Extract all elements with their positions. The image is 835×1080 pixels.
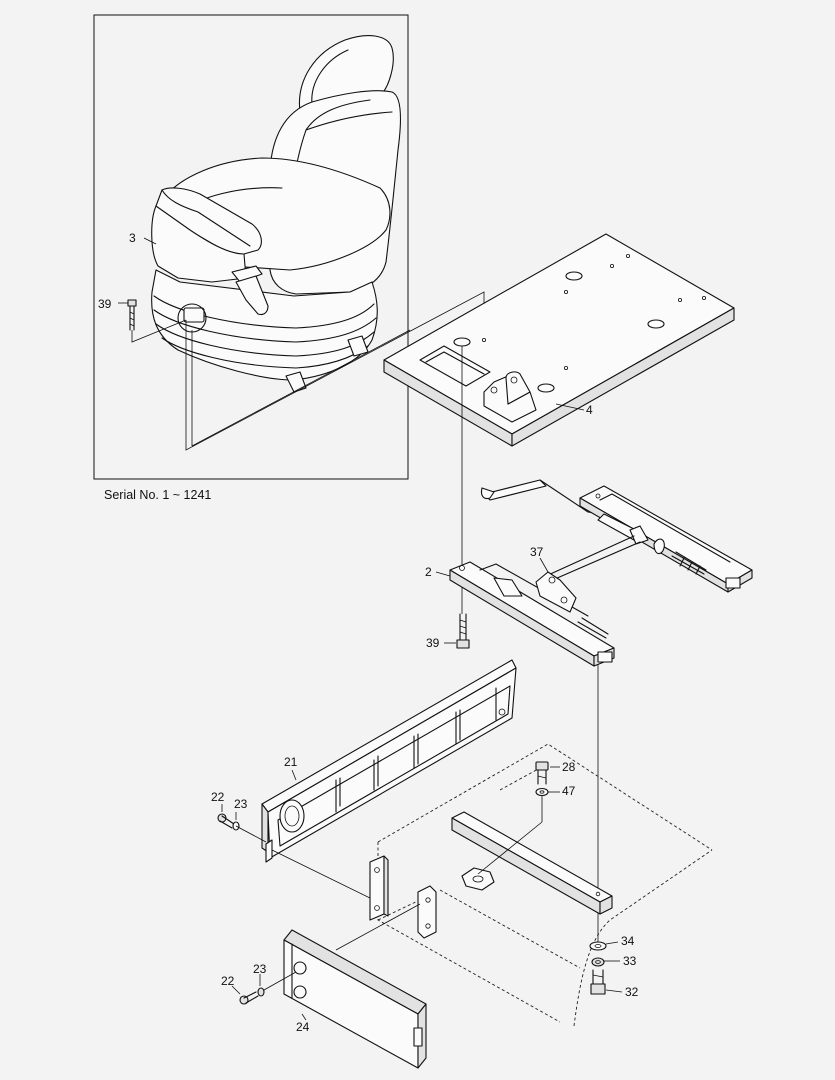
operator-seat [151,35,401,393]
washer-47 [535,787,549,797]
frame-panel-21 [261,659,517,863]
support-rail [451,811,613,915]
cover-panel-24 [283,929,427,1069]
bolt-28 [535,761,549,785]
bolt-39-lower [456,613,470,649]
callout-34: 34 [621,934,635,948]
bolt-39-inset [127,299,137,331]
inset-caption: Serial No. 1 ~ 1241 [104,488,211,502]
callout-22-lower: 22 [221,974,235,988]
callout-37: 37 [530,545,544,559]
washer-34 [589,941,607,951]
callout-28: 28 [562,760,576,774]
callout-32: 32 [625,985,639,999]
callout-39-upper: 39 [98,297,112,311]
slide-rail-upper [480,479,753,593]
callout-23-lower: 23 [253,962,267,976]
callout-22-upper: 22 [211,790,225,804]
callout-47: 47 [562,784,576,798]
seat-base-plate-4 [383,233,735,447]
washer-23-lower [257,987,265,997]
bolt-22-upper [217,813,235,829]
inset-frame [93,14,409,480]
callout-33: 33 [623,954,637,968]
callout-4: 4 [586,403,593,417]
callout-2: 2 [425,565,432,579]
callout-39-lower: 39 [426,636,440,650]
slide-rail-2 [449,561,615,667]
callout-3: 3 [129,231,136,245]
hex-plate [461,867,495,891]
callout-23-upper: 23 [234,797,248,811]
callout-21: 21 [284,755,298,769]
washer-33 [591,957,605,967]
bolt-32 [590,969,606,995]
callout-24: 24 [296,1020,310,1034]
floor-panel-dashed [377,743,713,1027]
mount-bracket-right [417,885,437,939]
bolt-22-lower [239,991,259,1005]
mount-bracket-left [369,855,389,921]
